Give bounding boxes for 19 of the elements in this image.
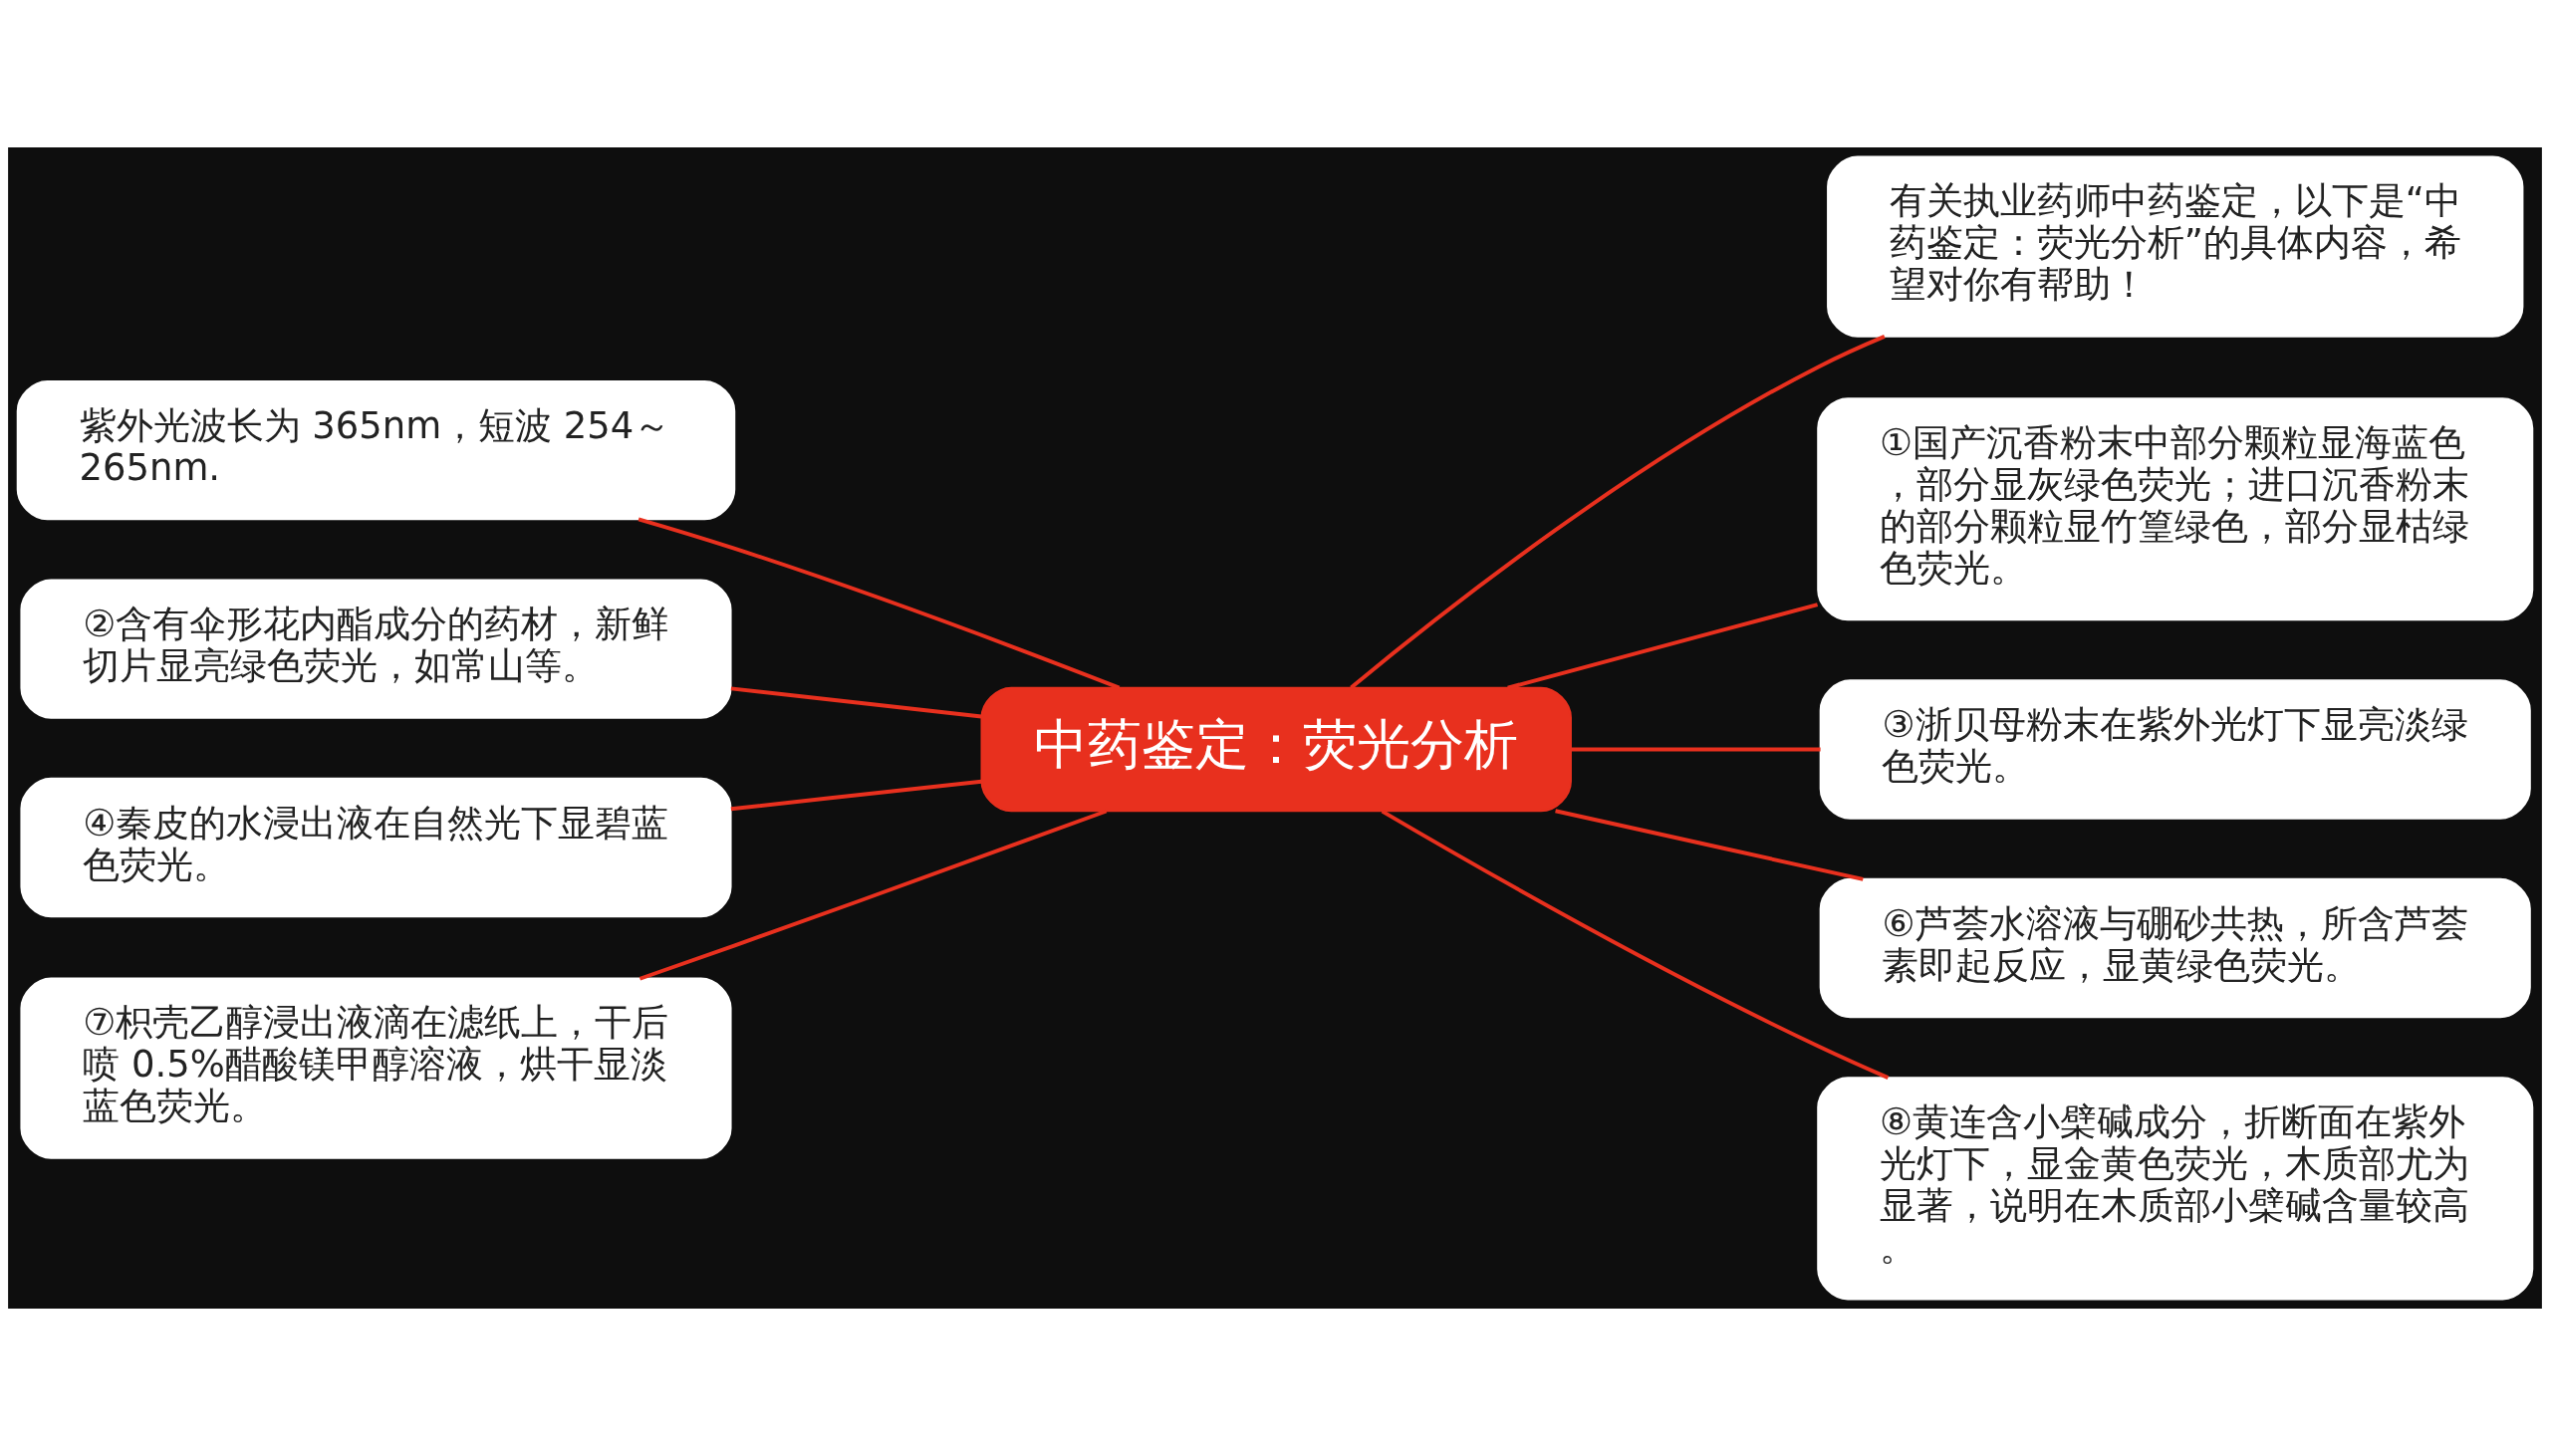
connector <box>638 809 1108 981</box>
node-box: 中药鉴定：荧光分析 <box>980 686 1572 813</box>
connector <box>1350 335 1886 689</box>
connector <box>1507 603 1819 690</box>
node-box: ⑦枳壳乙醇浸出液滴在滤纸上，干后喷 0.5%醋酸镁甲醇溶液，烘干显淡蓝色荧光。 <box>20 977 732 1159</box>
connector <box>638 517 1121 690</box>
node-box: 紫外光波长为 365nm，短波 254～265nm. <box>16 379 736 521</box>
node-box: ②含有伞形花内酯成分的药材，新鲜切片显亮绿色荧光，如常山等。 <box>20 579 732 719</box>
connector <box>730 686 982 719</box>
connector <box>1555 809 1864 881</box>
node-box: ③浙贝母粉末在紫外光灯下显亮淡绿色荧光。 <box>1819 679 2531 820</box>
connector <box>1571 747 1821 752</box>
node-box: 有关执业药师中药鉴定，以下是“中药鉴定：荧光分析”的具体内容，希望对你有帮助！ <box>1827 155 2524 338</box>
connector <box>730 779 982 812</box>
node-box: ⑥芦荟水溶液与硼砂共热，所含芦荟素即起反应，显黄绿色荧光。 <box>1819 877 2531 1019</box>
connector <box>1381 809 1890 1080</box>
node-box: ④秦皮的水浸出液在自然光下显碧蓝色荧光。 <box>20 777 732 918</box>
node-box: ⑧黄连含小檗碱成分，折断面在紫外光灯下，显金黄色荧光，木质部尤为显著，说明在木质部小檗碱含量较高。 <box>1817 1077 2534 1301</box>
node-box: ①国产沉香粉末中部分颗粒显海蓝色，部分显灰绿色荧光；进口沉香粉末的部分颗粒显竹篁绿色，部分显枯绿色荧光。 <box>1817 397 2534 621</box>
